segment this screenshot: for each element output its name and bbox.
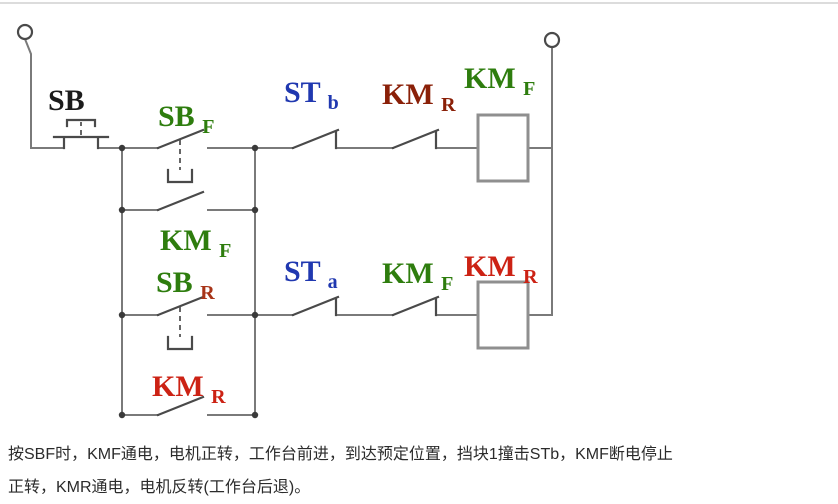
circuit-diagram: SB SB F KM F SB R KM R ST b KM R KM F	[16, 23, 561, 419]
label-main: ST	[284, 76, 321, 109]
kmr-interlock-contact	[391, 128, 440, 150]
junction-dot	[118, 311, 126, 319]
kmr-coil	[476, 280, 530, 350]
sbf-start-pushbutton-contact	[156, 128, 205, 184]
label-sb: SB	[48, 84, 85, 117]
label-stb: ST b	[284, 76, 339, 114]
label-sub: F	[523, 78, 535, 100]
sbf-button-cap	[166, 168, 194, 184]
label-main: ST	[284, 255, 321, 288]
kmr-seal-contact	[156, 395, 205, 417]
label-main: SB	[156, 266, 193, 299]
kmf-seal-blade	[156, 190, 205, 212]
sbr-start-pushbutton-contact	[156, 295, 205, 351]
label-kmf-interlock: KM F	[382, 257, 453, 295]
label-sub: F	[441, 273, 453, 295]
junction-dots	[118, 144, 259, 419]
label-kmf-coil: KM F	[464, 62, 535, 100]
label-kmr-coil: KM R	[464, 250, 538, 288]
junction-dot	[118, 411, 126, 419]
stb-limit-contact	[291, 128, 340, 150]
label-sub: R	[200, 282, 215, 304]
label-main: KM	[464, 250, 516, 283]
sb-bridge	[52, 135, 110, 150]
sta-limit-contact	[291, 295, 340, 317]
junction-dot	[118, 144, 126, 152]
kmf-interlock-contact	[391, 295, 440, 317]
junction-dot	[251, 206, 259, 214]
label-sub: b	[328, 92, 339, 114]
sb-button-cap	[65, 118, 97, 128]
label-main: KM	[152, 370, 204, 403]
top-divider	[0, 2, 838, 4]
kmf-coil	[476, 113, 530, 183]
wires	[23, 37, 553, 416]
caption-line-2: 正转，KMR通电，电机反转(工作台后退)。	[8, 479, 311, 496]
label-sub: F	[202, 116, 214, 138]
caption-line-1: 按SBF时，KMF通电，电机正转，工作台前进，到达预定位置，挡块1撞击STb，K…	[8, 446, 673, 463]
kmr-interlock-blade	[391, 128, 440, 150]
label-main: SB	[158, 100, 195, 133]
left-rail-wire	[23, 37, 65, 149]
rung2-return-wire	[527, 147, 553, 316]
label-main: KM	[382, 257, 434, 290]
label-main: KM	[382, 78, 434, 111]
kmf-interlock-blade	[391, 295, 440, 317]
junction-dot	[251, 411, 259, 419]
label-main: KM	[160, 224, 212, 257]
right-terminal-icon	[543, 31, 561, 49]
sbr-button-cap	[166, 335, 194, 351]
kmf-seal-contact	[156, 190, 205, 212]
terminals	[16, 23, 561, 49]
sta-blade	[291, 295, 340, 317]
junction-dot	[251, 144, 259, 152]
sb-stop-pushbutton-contact	[52, 118, 110, 150]
junction-dot	[118, 206, 126, 214]
label-sta: ST a	[284, 255, 338, 293]
label-sub: F	[219, 240, 231, 262]
label-sub: R	[441, 94, 456, 116]
junction-dot	[251, 311, 259, 319]
label-sub: R	[211, 386, 226, 408]
sbf-blade	[156, 128, 205, 150]
label-kmf-seal: KM F	[160, 224, 231, 262]
left-terminal-icon	[16, 23, 34, 41]
label-main: SB	[48, 84, 85, 117]
caption: 按SBF时，KMF通电，电机正转，工作台前进，到达预定位置，挡块1撞击STb，K…	[8, 438, 828, 504]
label-sub: R	[523, 266, 538, 288]
label-sbr: SB R	[156, 266, 215, 304]
kmr-seal-blade	[156, 395, 205, 417]
label-kmr-interlock: KM R	[382, 78, 456, 116]
label-kmr-seal: KM R	[152, 370, 226, 408]
label-sub: a	[328, 271, 338, 293]
sbr-blade	[156, 295, 205, 317]
labels: SB SB F KM F SB R KM R ST b KM R KM F	[48, 62, 538, 408]
label-main: KM	[464, 62, 516, 95]
stb-blade	[291, 128, 340, 150]
label-sbf: SB F	[158, 100, 214, 138]
